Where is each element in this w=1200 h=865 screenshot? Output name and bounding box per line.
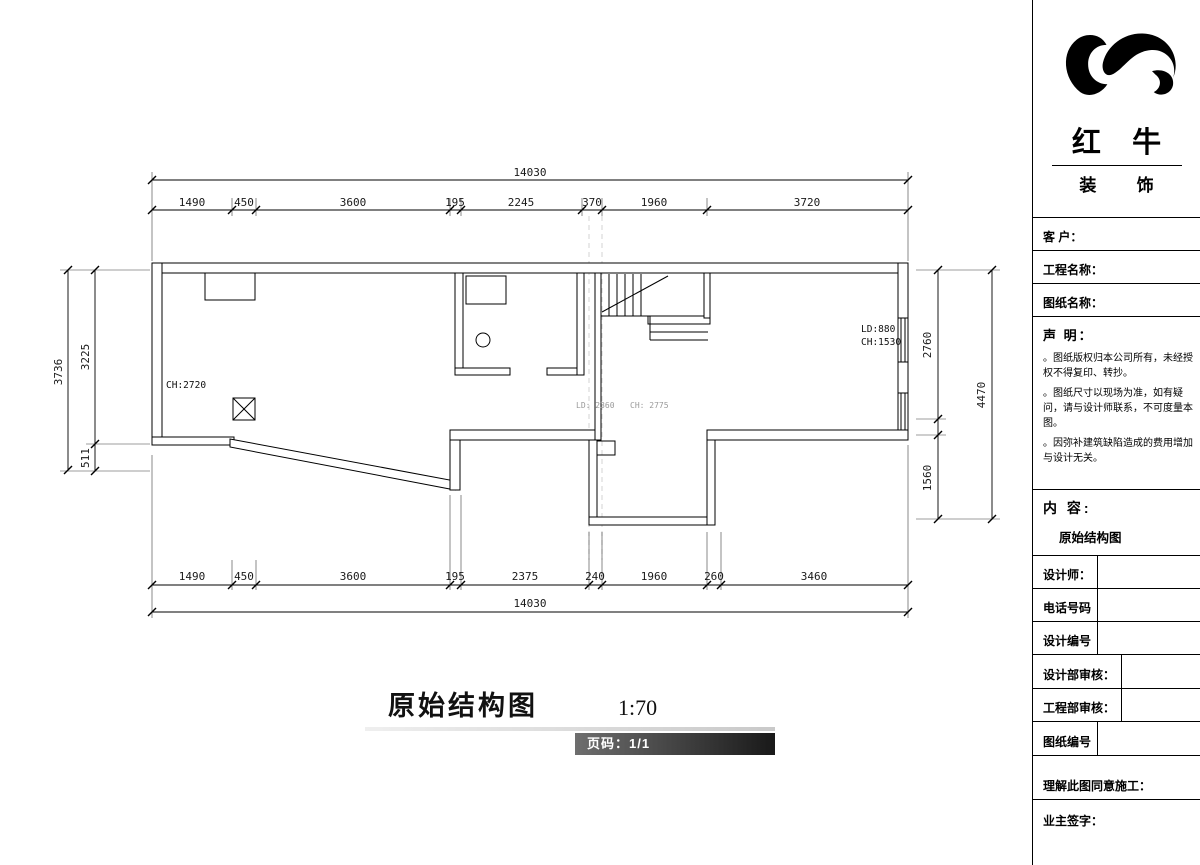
dim-top-5: 370: [582, 196, 602, 209]
dim-top-total: 14030: [513, 166, 546, 179]
dim-bottom-2: 3600: [340, 570, 367, 583]
dim-bottom-total: 14030: [513, 597, 546, 610]
dim-bottom-8: 3460: [801, 570, 828, 583]
brand-divider: [1051, 165, 1182, 166]
dim-right-inner-0: 2760: [921, 332, 934, 359]
plan-details: [204, 272, 909, 456]
field-drawing-no-value: [1097, 722, 1200, 755]
dimension-labels: 14030 1490 450 3600 195 2245 370 1960 37…: [52, 166, 988, 610]
declaration-title: 声 明：: [1043, 328, 1094, 343]
brand-name: 红 牛: [1071, 127, 1174, 159]
field-design-review-row: 设计部审核：: [1033, 655, 1200, 689]
field-design-no-value: [1097, 622, 1200, 654]
column-marker: [232, 397, 256, 421]
field-drawing-name-row: 图纸名称：: [1033, 284, 1200, 317]
dimension-extension-lines: [60, 172, 1000, 618]
drawing-title-row: 原始结构图 1:70: [388, 684, 657, 723]
dim-bottom-7: 260: [704, 570, 724, 583]
declaration-section: 声 明： 。图纸版权归本公司所有，未经授权不得复印、转抄。 。图纸尺寸以现场为准…: [1033, 317, 1200, 490]
dim-bottom-0: 1490: [179, 570, 206, 583]
dim-top-3: 195: [445, 196, 465, 209]
dim-bottom-4: 2375: [512, 570, 539, 583]
field-engineering-review-row: 工程部审核：: [1033, 689, 1200, 722]
content-title: 内 容:: [1043, 500, 1092, 516]
field-project-name-label: 工程名称：: [1043, 263, 1104, 277]
dim-top-1: 450: [234, 196, 254, 209]
field-design-no-row: 设计编号: [1033, 622, 1200, 655]
field-designer-value: [1097, 556, 1200, 588]
page-number-badge: 页码：1/1: [575, 733, 775, 755]
label-ceiling-height-left: CH:2720: [166, 380, 206, 391]
content-value: 原始结构图: [1059, 531, 1122, 545]
dim-right-inner-1: 1560: [921, 465, 934, 492]
stair-break-line: [601, 275, 669, 313]
field-design-review-value: [1121, 655, 1200, 688]
dim-right-outer: 4470: [975, 382, 988, 409]
field-project-name-row: 工程名称：: [1033, 251, 1200, 284]
field-agree-label: 理解此图同意施工：: [1043, 779, 1152, 793]
field-engineering-review-label: 工程部审核：: [1043, 701, 1116, 715]
dim-bottom-1: 450: [234, 570, 254, 583]
dimension-ticks: [63, 175, 997, 617]
dim-top-2: 3600: [340, 196, 367, 209]
floor-plan-svg: 14030 1490 450 3600 195 2245 370 1960 37…: [52, 166, 1000, 618]
drawing-title: 原始结构图: [388, 691, 538, 721]
field-engineering-review-value: [1121, 689, 1200, 721]
bull-logo-icon: [1065, 33, 1176, 95]
field-drawing-name-label: 图纸名称：: [1043, 296, 1104, 310]
dimension-lines: [67, 179, 993, 613]
dim-left-outer: 3736: [52, 359, 65, 386]
dim-top-0: 1490: [179, 196, 206, 209]
dim-left-inner-0: 3225: [79, 344, 92, 371]
declaration-item-1: 。图纸版权归本公司所有，未经授权不得复印、转抄。: [1043, 353, 1193, 379]
field-owner-sign-label: 业主签字：: [1043, 814, 1104, 828]
field-phone-label: 电话号码: [1043, 601, 1092, 615]
drawing-scale: 1:70: [618, 695, 658, 720]
field-designer-row: 设计师：: [1033, 556, 1200, 589]
field-agree-row: 理解此图同意施工：: [1033, 756, 1200, 800]
brand-subtitle: 装 饰: [1079, 176, 1172, 195]
dim-bottom-3: 195: [445, 570, 465, 583]
step-box: [596, 440, 616, 456]
field-phone-row: 电话号码: [1033, 589, 1200, 622]
dim-left-inner-1: 511: [79, 448, 92, 468]
floor-drain: [475, 332, 491, 348]
label-center-b: CH: 2775: [630, 401, 669, 410]
flue-box: [204, 272, 256, 301]
title-block: 红 牛 装 饰 客 户： 工程名称： 图纸名称： 声 明： 。图纸版权归本公司所…: [1032, 0, 1200, 865]
title-underline: [365, 727, 775, 731]
dim-top-6: 1960: [641, 196, 668, 209]
dim-bottom-5: 240: [585, 570, 605, 583]
dim-top-4: 2245: [508, 196, 535, 209]
field-drawing-no-row: 图纸编号: [1033, 722, 1200, 756]
field-design-review-label: 设计部审核：: [1043, 668, 1116, 682]
label-window-ld: LD:880: [861, 324, 896, 335]
label-center-a: LD: 2360: [576, 401, 615, 410]
declaration-item-3: 。因弥补建筑缺陷造成的费用增加与设计无关。: [1043, 438, 1193, 464]
field-designer-label: 设计师：: [1043, 568, 1092, 582]
content-section: 内 容: 原始结构图: [1033, 490, 1200, 556]
room-labels: CH:2720 LD:880 CH:1530 LD: 2360 CH: 2775: [166, 324, 901, 410]
declaration-item-2: 。图纸尺寸以现场为准，如有疑问，请与设计师联系，不可度量本图。: [1043, 388, 1193, 429]
field-drawing-no-label: 图纸编号: [1043, 735, 1092, 749]
dim-top-7: 3720: [794, 196, 821, 209]
field-client-row: 客 户：: [1033, 218, 1200, 251]
label-window-ch: CH:1530: [861, 337, 901, 348]
field-design-no-label: 设计编号: [1043, 634, 1092, 648]
field-phone-value: [1097, 589, 1200, 621]
field-client-label: 客 户：: [1043, 230, 1083, 244]
walls: [151, 262, 909, 526]
shaft-box: [465, 275, 507, 305]
dim-bottom-6: 1960: [641, 570, 668, 583]
brand-logo-section: 红 牛 装 饰: [1033, 0, 1200, 218]
field-owner-sign-row: 业主签字：: [1033, 800, 1200, 865]
